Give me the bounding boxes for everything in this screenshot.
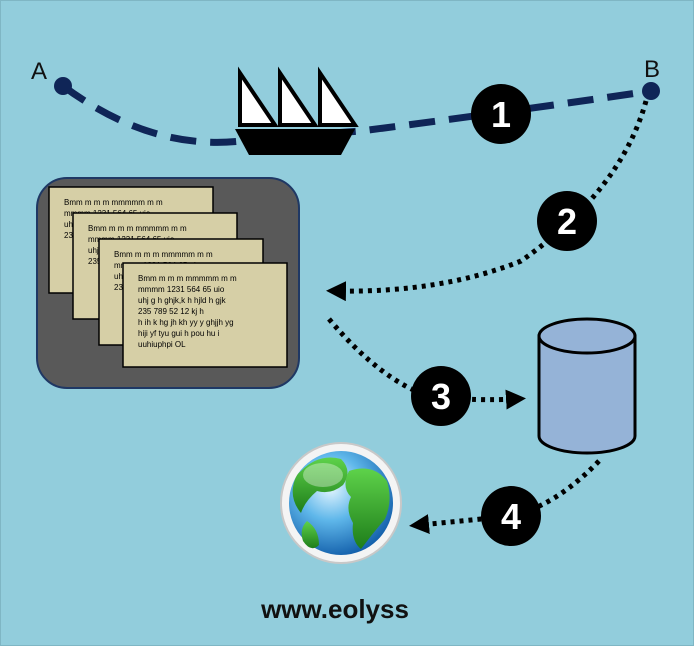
point-a-marker — [54, 77, 72, 95]
arrow-4 — [409, 459, 601, 535]
globe-icon — [280, 442, 402, 564]
route-line — [60, 83, 652, 146]
step-badge-4-number: 4 — [501, 496, 521, 537]
document-text-line: Bmm m m m mmmmm m m — [88, 224, 187, 233]
footer-url: www.eolyss — [260, 594, 409, 624]
step-badge-2: 2 — [537, 191, 597, 251]
step-badge-4: 4 — [481, 486, 541, 546]
document-sheet-4: Bmm m m m mmmmm m m mmmm 1231 564 65 uio u… — [122, 262, 288, 368]
point-b-marker — [642, 82, 660, 100]
document-text-line: Bmm m m m mmmmm m m — [114, 250, 213, 259]
ship-icon — [235, 66, 359, 155]
step-badge-1: 1 — [471, 84, 531, 144]
step-badge-3-number: 3 — [431, 376, 451, 417]
document-text-line: Bmm m m m mmmmm m m — [64, 198, 163, 207]
point-a-label: A — [31, 58, 47, 85]
database-icon — [537, 317, 637, 455]
step-badge-1-number: 1 — [491, 94, 511, 135]
document-text-line: hiji yf tyu gui h pou hu i — [138, 329, 220, 338]
document-text-line: Bmm m m m mmmmm m m — [138, 274, 237, 283]
document-text-line: uuhiuphpi OL — [138, 340, 186, 349]
documents-icon: Bmm m m m mmmmm m m mmmm 1231 564 65 uio u… — [36, 177, 300, 389]
step-badge-3: 3 — [411, 366, 471, 426]
document-text-line: mmmm 1231 564 65 uio — [138, 285, 225, 294]
document-text-line: uhj g h ghjk,k h hjld h gjk — [138, 296, 227, 305]
document-text-line: h ih k hg jh kh yy y ghjjh yg — [138, 318, 234, 327]
point-b-label: B — [644, 56, 660, 83]
document-text-line: 235 789 52 12 kj h — [138, 307, 204, 316]
arrow-2 — [326, 100, 649, 302]
step-badge-2-number: 2 — [557, 201, 577, 242]
